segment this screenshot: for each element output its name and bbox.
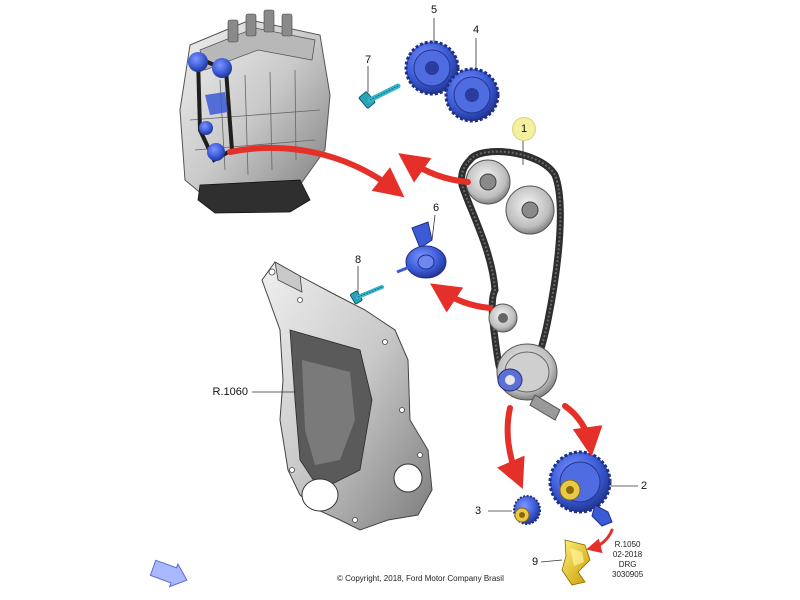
bolt-7 [358, 83, 401, 109]
arrow-oil-gear-to-clip [586, 528, 614, 554]
callout-4: 4 [472, 24, 480, 36]
flow-arrows [227, 144, 614, 554]
reference-line-4: 3030905 [612, 570, 644, 579]
engine-block [179, 9, 331, 214]
copyright-notice: © Copyright, 2018, Ford Motor Company Br… [337, 574, 504, 583]
callout-9: 9 [531, 556, 539, 568]
callout-8: 8 [354, 254, 362, 266]
callout-3: 3 [474, 505, 482, 517]
camshaft-sprocket-4 [444, 67, 500, 123]
leader-lines [252, 18, 638, 563]
reference-line-3: DRG [618, 560, 637, 569]
timing-belt-assembly [458, 148, 564, 421]
bolt-8 [350, 285, 384, 305]
callout-2: 2 [640, 480, 648, 492]
callout-1-badge: 1 [512, 117, 536, 141]
callout-1: 1 [520, 123, 528, 135]
camshaft-sprocket-5 [404, 40, 460, 96]
arrow-engine-to-belt [227, 144, 405, 198]
callout-6: 6 [432, 202, 440, 214]
view-direction-arrow-icon [149, 559, 188, 588]
arrow-crank-to-oil-gear [562, 403, 603, 457]
reference-line-1: R.1050 [614, 540, 641, 549]
belt-tensioner-6 [396, 221, 447, 279]
callout-7: 7 [364, 54, 372, 66]
drawing-reference: R.1050 02-2018 DRG 3030905 [612, 540, 643, 580]
reference-line-2: 02-2018 [612, 550, 643, 559]
callout-5: 5 [430, 4, 438, 16]
arrow-crank-to-sprocket [497, 405, 525, 490]
callout-cover-ref: R.1060 [212, 386, 248, 398]
oil-pump-gear-2 [548, 450, 613, 527]
locating-clip-9 [561, 539, 591, 586]
crankshaft-sprocket-3 [513, 495, 541, 525]
arrow-belt-to-tensioner [430, 283, 493, 313]
front-timing-cover [261, 261, 433, 531]
arrow-belt-to-engine [398, 153, 471, 185]
